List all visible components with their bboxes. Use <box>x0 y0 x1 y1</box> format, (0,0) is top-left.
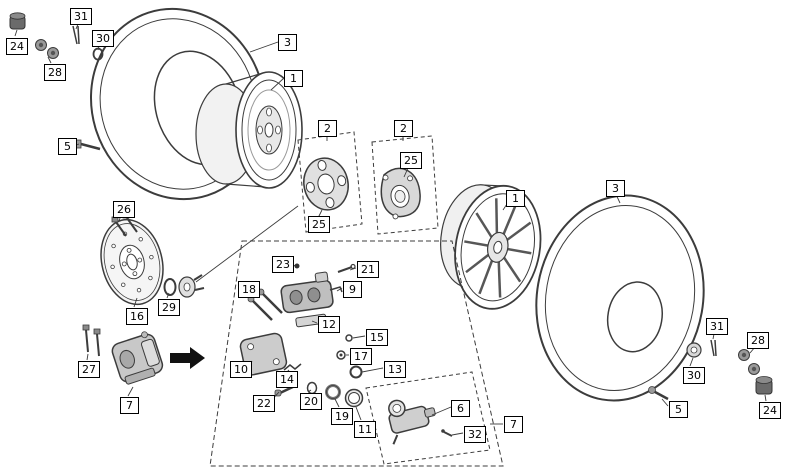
callout-28-left: 28 <box>44 64 66 81</box>
callout-16: 16 <box>126 308 148 325</box>
brake-caliper-left <box>111 331 164 385</box>
caliper-group-box <box>209 240 504 467</box>
piston-seal-19 <box>325 384 341 400</box>
callout-1-left: 1 <box>284 70 303 87</box>
pad-spring-14 <box>283 363 302 371</box>
callout-21: 21 <box>357 261 379 278</box>
callout-3-right: 3 <box>606 180 625 197</box>
callout-30-left: 30 <box>92 30 114 47</box>
callout-3-left: 3 <box>278 34 297 51</box>
callout-9: 9 <box>343 281 362 298</box>
callout-14: 14 <box>276 371 298 388</box>
lug-nuts-right <box>738 349 760 375</box>
axle-cap-nut-left <box>9 12 26 30</box>
callout-12: 12 <box>318 316 340 333</box>
callout-25-left: 25 <box>308 216 330 233</box>
small-o-ring-15 <box>345 334 353 342</box>
callout-25-mid: 25 <box>400 152 422 169</box>
hub-carrier <box>380 167 421 220</box>
bleeder-screw <box>294 263 300 269</box>
right-rim <box>440 184 542 310</box>
master-cylinder <box>388 399 436 445</box>
callout-5-right: 5 <box>669 401 688 418</box>
callout-2-mid: 2 <box>394 120 413 137</box>
callout-23: 23 <box>272 256 294 273</box>
pad-retainer <box>329 286 343 293</box>
callout-6: 6 <box>451 400 470 417</box>
callout-26: 26 <box>113 201 135 218</box>
brake-disc <box>100 218 164 306</box>
pin-32 <box>441 429 453 437</box>
callout-28-right: 28 <box>747 332 769 349</box>
callout-13: 13 <box>384 361 406 378</box>
o-ring-29 <box>163 278 177 296</box>
callout-17: 17 <box>350 348 372 365</box>
guide-pins <box>247 288 283 321</box>
callout-22: 22 <box>253 395 275 412</box>
callout-19: 19 <box>331 408 353 425</box>
callout-5-left: 5 <box>58 138 77 155</box>
lug-nuts-left <box>35 39 59 59</box>
caliper-bolts <box>82 324 101 357</box>
callout-7-right: 7 <box>504 416 523 433</box>
callout-7-left: 7 <box>120 397 139 414</box>
direction-arrow <box>170 347 205 369</box>
callout-15: 15 <box>366 329 388 346</box>
pad-pin-spring <box>337 263 356 273</box>
washer-17 <box>336 350 346 360</box>
axle-cap-nut-right <box>755 376 773 395</box>
caliper-body <box>280 271 334 314</box>
cotter-pin-right <box>710 339 717 357</box>
callout-18: 18 <box>238 281 260 298</box>
callout-10: 10 <box>230 361 252 378</box>
square-ring-13 <box>349 365 363 379</box>
callout-1-right: 1 <box>506 190 525 207</box>
callout-2-left: 2 <box>318 120 337 137</box>
callout-30-right: 30 <box>683 367 705 384</box>
washer-right <box>686 342 702 358</box>
callout-31-left: 31 <box>70 8 92 25</box>
callout-27: 27 <box>78 361 100 378</box>
right-tire <box>535 194 705 402</box>
wheel-hub <box>303 157 349 211</box>
piston-11 <box>344 388 364 408</box>
master-cylinder-group-box <box>365 371 491 465</box>
cotter-pin-left <box>72 25 80 45</box>
callout-29: 29 <box>158 299 180 316</box>
callout-24-right: 24 <box>759 402 781 419</box>
front-hub <box>178 274 205 298</box>
callout-20: 20 <box>300 393 322 410</box>
bolt-right <box>648 386 669 401</box>
callout-11: 11 <box>354 421 376 438</box>
callout-31-right: 31 <box>706 318 728 335</box>
callout-32: 32 <box>464 426 486 443</box>
left-rim <box>195 71 303 189</box>
callout-24-left: 24 <box>6 38 28 55</box>
